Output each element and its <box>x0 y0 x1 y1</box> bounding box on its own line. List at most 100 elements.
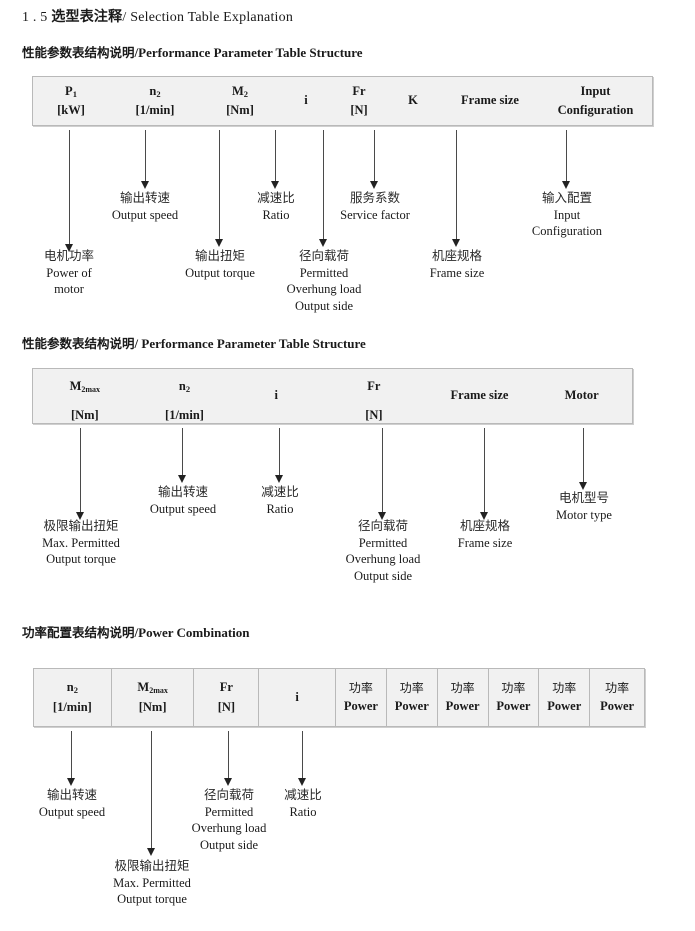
table-1-col-p1: P1 [kW] <box>33 77 109 125</box>
annotation-overhung-load-cn: 径向载荷 <box>298 248 350 263</box>
annotation-ratio-en1: Ratio <box>262 207 290 222</box>
section-2-heading-en: Performance Parameter Table Structure <box>141 336 366 351</box>
arrow-output-speed-2 <box>178 428 186 483</box>
annotation-max-torque-2-en2: Output torque <box>46 552 116 566</box>
annotation-overhung-load-en2: Overhung load <box>286 282 362 296</box>
table-1-col-input-configuration: Input Configuration <box>539 77 652 125</box>
arrow-output-torque <box>215 130 223 247</box>
table-1-col-i: i <box>279 77 333 125</box>
page-title: 1 . 5 选型表注释/ Selection Table Explanation <box>22 6 293 26</box>
annotation-overhung-load-2: 径向载荷 Permitted Overhung load Output side <box>346 518 421 584</box>
table-3-col-i: i <box>259 669 337 726</box>
annotation-frame-size-2-cn: 机座规格 <box>459 518 510 533</box>
annotation-output-torque-cn: 输出扭矩 <box>194 248 246 263</box>
table-1-col-i-symbol: i <box>304 93 308 108</box>
table-2-col-motor: Motor <box>531 369 632 423</box>
arrow-power-of-motor <box>65 130 73 252</box>
table-1-col-m2-unit: [Nm] <box>226 103 254 117</box>
arrow-motor-type-2 <box>579 428 587 490</box>
table-1-col-n2-symbol: n2 <box>149 83 161 99</box>
table-3-col-m2max: M2max [Nm] <box>112 669 195 726</box>
annotation-max-torque-3-en1: Max. Permitted <box>113 875 191 890</box>
section-number: 1 . 5 <box>22 10 48 25</box>
table-2-col-frame-size: Frame size <box>428 369 532 423</box>
table-2-col-frame-size-label: Frame size <box>450 388 509 403</box>
annotation-overhung-load: 径向载荷 Permitted Overhung load Output side <box>287 248 362 314</box>
annotation-ratio-cn: 减速比 <box>257 190 295 205</box>
annotation-overhung-load-2-en1: Permitted <box>358 535 408 550</box>
annotation-output-speed: 输出转速 Output speed <box>112 190 178 223</box>
annotation-frame-size-cn: 机座规格 <box>431 248 482 263</box>
table-1-col-p1-symbol: P1 <box>65 83 77 99</box>
annotation-frame-size-en1: Frame size <box>429 265 485 280</box>
title-separator: / <box>122 10 127 25</box>
table-3-col-m2max-unit: [Nm] <box>138 699 167 714</box>
annotation-overhung-load-3-en3: Output side <box>200 837 258 852</box>
table-2-col-i: i <box>232 369 320 423</box>
annotation-motor-type-2-cn: 电机型号 <box>558 490 609 505</box>
table-3-col-power-2-cn: 功率 <box>399 680 424 695</box>
section-1-heading: 性能参数表结构说明/Performance Parameter Table St… <box>22 42 363 61</box>
annotation-overhung-load-2-cn: 径向载荷 <box>357 518 409 533</box>
section-3-heading: 功率配置表结构说明/Power Combination <box>22 622 250 641</box>
section-2-heading-cn: 性能参数表结构说明 <box>22 336 135 351</box>
annotation-output-speed-en1: Output speed <box>111 207 179 222</box>
table-2-col-n2-unit: [1/min] <box>165 408 204 423</box>
annotation-ratio-3: 减速比 Ratio <box>284 787 322 820</box>
section-1-heading-cn: 性能参数表结构说明 <box>22 45 135 60</box>
annotation-frame-size: 机座规格 Frame size <box>430 248 485 281</box>
page-title-en: Selection Table Explanation <box>130 10 294 25</box>
table-3-col-power-3-en: Power <box>445 699 480 714</box>
table-3-col-power-6: 功率 Power <box>590 669 644 726</box>
annotation-max-torque-3-cn: 极限输出扭矩 <box>114 858 190 873</box>
arrow-permitted-overhung-load <box>319 130 327 247</box>
arrow-service-factor <box>370 130 378 189</box>
annotation-output-speed-3-en1: Output speed <box>38 804 106 819</box>
annotation-overhung-load-en3: Output side <box>295 298 353 313</box>
table-1-col-m2-symbol: M2 <box>231 83 249 99</box>
table-1-col-p1-unit: [kW] <box>57 103 85 117</box>
annotation-output-torque-en1: Output torque <box>185 265 255 280</box>
annotation-ratio: 减速比 Ratio <box>257 190 295 223</box>
section-3-heading-sep: / <box>134 625 139 640</box>
table-3-col-power-3: 功率 Power <box>438 669 489 726</box>
arrow-frame-size <box>452 130 460 247</box>
annotation-ratio-2-en1: Ratio <box>266 501 294 516</box>
section-1-heading-en: Performance Parameter Table Structure <box>138 45 363 60</box>
table-1-col-n2-unit: [1/min] <box>135 103 175 117</box>
annotation-overhung-load-2-en3: Output side <box>354 568 412 583</box>
section-3-heading-en: Power Combination <box>138 625 250 640</box>
section-3-heading-cn: 功率配置表结构说明 <box>22 625 135 640</box>
annotation-overhung-load-3-cn: 径向载荷 <box>203 787 255 802</box>
arrow-permitted-overhung-load-2 <box>378 428 386 520</box>
table-3-col-power-6-cn: 功率 <box>605 680 630 695</box>
annotation-service-factor-en1: Service factor <box>340 207 410 222</box>
annotation-output-speed-2-cn: 输出转速 <box>157 484 208 499</box>
annotation-frame-size-2: 机座规格 Frame size <box>458 518 513 551</box>
performance-parameter-table-1: P1 [kW] n2 [1/min] M2 [Nm] i Fr [N] K Fr… <box>32 76 653 126</box>
table-1-col-k-symbol: K <box>408 93 418 108</box>
annotation-max-torque-2-en1: Max. Permitted <box>42 535 120 550</box>
annotation-output-speed-2-en1: Output speed <box>149 501 217 516</box>
table-2-col-m2max-unit: [Nm] <box>70 408 99 423</box>
arrow-permitted-overhung-load-3 <box>224 731 232 786</box>
annotation-frame-size-2-en1: Frame size <box>457 535 513 550</box>
arrow-frame-size-2 <box>480 428 488 520</box>
arrow-input-configuration <box>562 130 570 189</box>
table-3-col-i-symbol: i <box>295 689 299 704</box>
table-2-col-i-symbol: i <box>274 388 278 403</box>
table-3-col-power-2-en: Power <box>394 699 429 714</box>
table-2-col-motor-label: Motor <box>564 388 599 403</box>
arrow-max-permitted-output-torque-3 <box>147 731 155 856</box>
annotation-input-configuration-cn: 输入配置 <box>541 190 593 205</box>
annotation-ratio-3-en1: Ratio <box>289 804 317 819</box>
arrow-ratio <box>271 130 279 189</box>
annotation-max-permitted-output-torque-2: 极限输出扭矩 Max. Permitted Output torque <box>42 518 120 568</box>
table-1-col-input-line1: Input <box>580 83 611 98</box>
arrow-max-permitted-output-torque-2 <box>76 428 84 520</box>
annotation-output-speed-cn: 输出转速 <box>119 190 170 205</box>
arrow-ratio-2 <box>275 428 283 483</box>
annotation-motor-type-2: 电机型号 Motor type <box>556 490 612 523</box>
annotation-motor-type-2-en1: Motor type <box>556 507 612 522</box>
table-1-col-fr-unit: [N] <box>350 103 368 117</box>
